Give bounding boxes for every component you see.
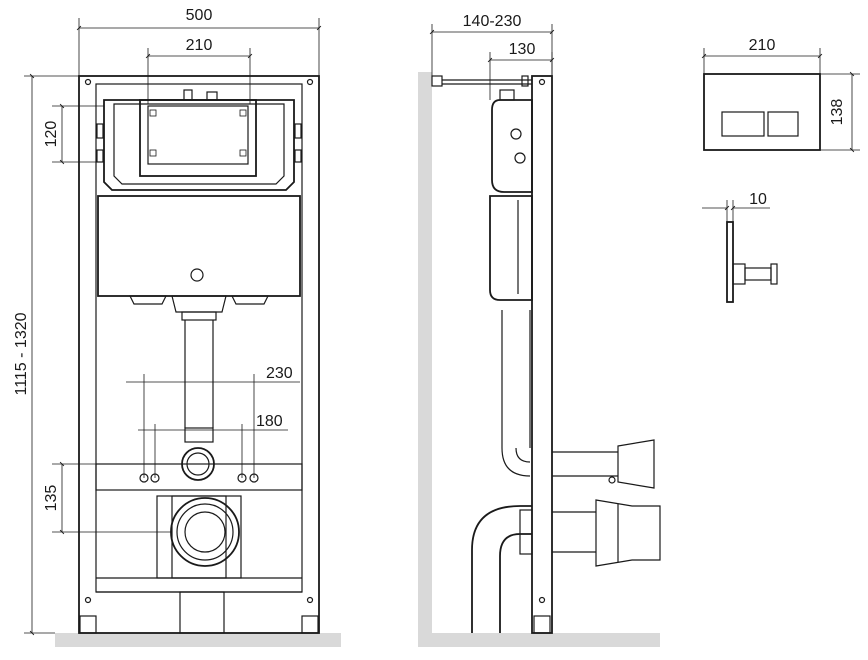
drain-mid — [176, 503, 234, 561]
cistern-side-body — [489, 195, 533, 301]
clamp — [96, 123, 104, 139]
flush-button-large — [767, 111, 799, 137]
valve-top — [183, 89, 193, 101]
drain-inner — [184, 511, 226, 553]
plate-mount — [732, 263, 746, 285]
dim-bolt-outer: 230 — [266, 365, 293, 382]
dim-plate-height: 138 — [829, 99, 846, 126]
plate-rod — [744, 267, 772, 281]
floor-side — [418, 633, 660, 647]
cistern-lug — [129, 295, 167, 305]
mounting-rail — [95, 463, 303, 491]
clip — [149, 149, 157, 157]
flush-plate-view: 210 138 10 — [701, 37, 860, 303]
floor-front — [55, 633, 341, 647]
screw — [306, 596, 314, 604]
base-pipe — [179, 591, 225, 634]
dim-plate-width: 210 — [749, 37, 776, 54]
dim-width: 500 — [186, 7, 213, 24]
screw — [538, 596, 546, 604]
drain-elbow-outer — [471, 505, 532, 633]
cistern-knob — [190, 268, 204, 282]
cistern-lug — [231, 295, 269, 305]
clamp — [294, 123, 302, 139]
plate-rod-end — [770, 263, 778, 285]
rod-nut — [521, 75, 529, 87]
side-fitting — [510, 128, 522, 140]
flush-outlet — [181, 447, 215, 481]
clamp — [294, 149, 302, 163]
cistern-top-inner — [113, 103, 285, 185]
service-box — [147, 105, 249, 165]
pipe-bend — [184, 427, 214, 443]
drain-collar — [519, 509, 533, 555]
dim-box-width: 210 — [186, 37, 213, 54]
foot-right — [301, 615, 319, 634]
clip — [149, 109, 157, 117]
screw — [306, 78, 314, 86]
service-opening — [139, 99, 257, 177]
frame-outline — [78, 75, 320, 634]
foot-left — [79, 615, 97, 634]
side-pipe-bend — [501, 447, 531, 477]
dim-depth-range: 140-230 — [463, 13, 522, 30]
dim-height-range: 1115 - 1320 — [13, 312, 30, 395]
drain-connector-end — [595, 499, 661, 567]
flush-plate-side — [726, 221, 734, 303]
cistern-top — [103, 99, 295, 191]
dim-bolt-inner: 180 — [256, 413, 283, 430]
wall — [418, 72, 432, 633]
frame-inner — [95, 83, 303, 593]
flush-plate — [703, 73, 821, 151]
flush-outlet-inner — [186, 452, 210, 476]
side-fitting — [514, 152, 526, 164]
flush-connector-end — [617, 439, 655, 489]
side-foot — [533, 615, 551, 634]
dim-outlet-height: 135 — [43, 485, 60, 512]
side-valve — [499, 89, 515, 101]
drain-outer — [170, 497, 240, 567]
screw — [84, 78, 92, 86]
dim-plate-thickness: 10 — [749, 191, 767, 208]
bolt-head — [608, 476, 616, 484]
cistern-outlet — [171, 295, 227, 313]
pipe-collar — [181, 311, 217, 321]
side-view: 140-230 130 — [418, 13, 661, 647]
dim-cistern-height: 120 — [43, 121, 60, 148]
clip — [239, 109, 247, 117]
valve-top — [206, 91, 218, 101]
screw — [84, 596, 92, 604]
screw — [538, 78, 546, 86]
side-pipe-bend — [515, 447, 531, 463]
clip — [239, 149, 247, 157]
cistern-side-top — [491, 99, 533, 193]
flush-button-small — [721, 111, 765, 137]
wall-bracket — [431, 75, 443, 87]
frame-post — [531, 75, 553, 634]
drain-elbow-inner — [499, 533, 532, 633]
clamp — [96, 149, 104, 163]
front-view: 500 210 120 1115 - 1320 230 180 135 — [13, 7, 341, 647]
dim-depth: 130 — [509, 41, 536, 58]
